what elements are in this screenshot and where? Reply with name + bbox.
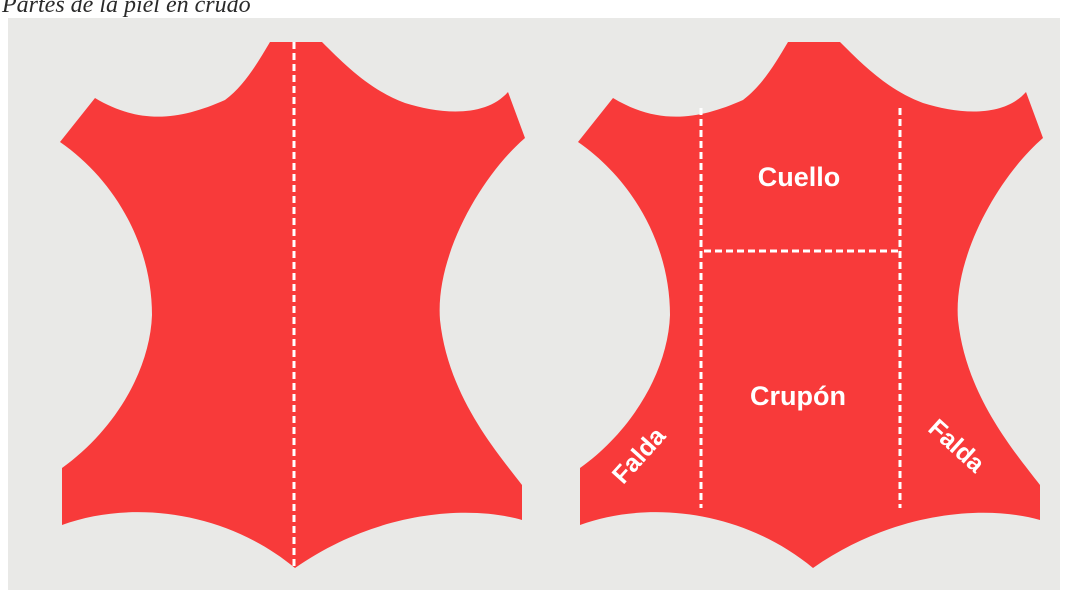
neck-label: Cuello: [758, 162, 841, 192]
divided-hide-shape: [578, 42, 1043, 568]
butt-label: Crupón: [750, 381, 846, 411]
whole-hide: [60, 42, 525, 568]
divided-hide: Cuello Crupón Falda Falda: [578, 42, 1043, 568]
